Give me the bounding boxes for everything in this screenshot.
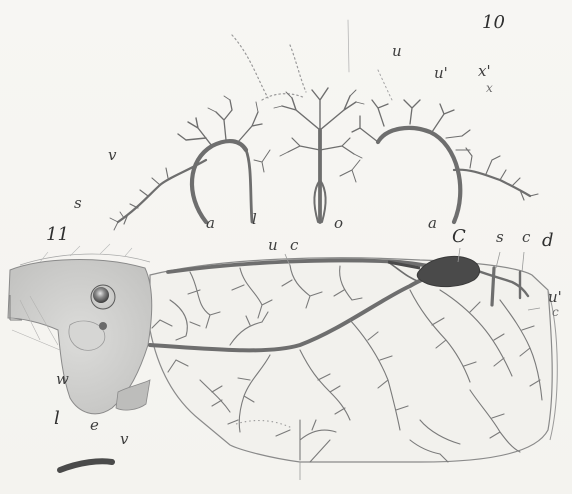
fig11-label-C: C [452,228,466,246]
figure-10-vessels [110,20,538,230]
fig11-label-w: w [56,372,69,387]
fig10-label-v: v [108,148,116,163]
fig11-label-e: e [90,418,99,433]
fig10-faint-line-top [348,20,349,72]
fig10-dotted-outline-mid [290,45,306,92]
fig11-label-c-right: c [522,230,530,245]
fig10-label-x: x [486,82,493,94]
fig11-label-l: l [54,410,60,428]
fig10-label-u-prime: u' [434,66,448,81]
fig11-label-v: v [120,432,128,447]
figure-11-number: 11 [46,226,69,244]
fig10-label-a-left: a [206,216,215,231]
fig10-label-x-prime: x' [478,64,491,79]
fig10-dotted-outline-left [232,35,268,98]
fig10-dotted-outline-right [378,70,392,100]
fig10-label-a-right: a [428,216,437,231]
fig11-vertical-s [492,268,494,305]
fig11-label-s: s [496,230,504,245]
fig11-label-d: d [542,232,554,250]
fig11-label-u: u [268,238,278,253]
fig10-label-s: s [74,196,82,211]
fig11-label-c-small: c [552,306,559,318]
fig10-left-arch [192,141,246,222]
fig10-label-l: l [252,212,257,227]
embryo-ear [99,322,107,330]
fig10-right-arch [378,128,460,222]
fig10-label-u: u [392,44,402,59]
figure-11-embryo [8,244,557,480]
fig11-label-u-prime: u' [548,290,562,305]
fig11-label-c-top: c [290,238,298,253]
figure-10-number: 10 [482,14,505,32]
fig10-dotted-outline-arc [262,94,305,100]
fig10-label-o: o [334,216,343,231]
